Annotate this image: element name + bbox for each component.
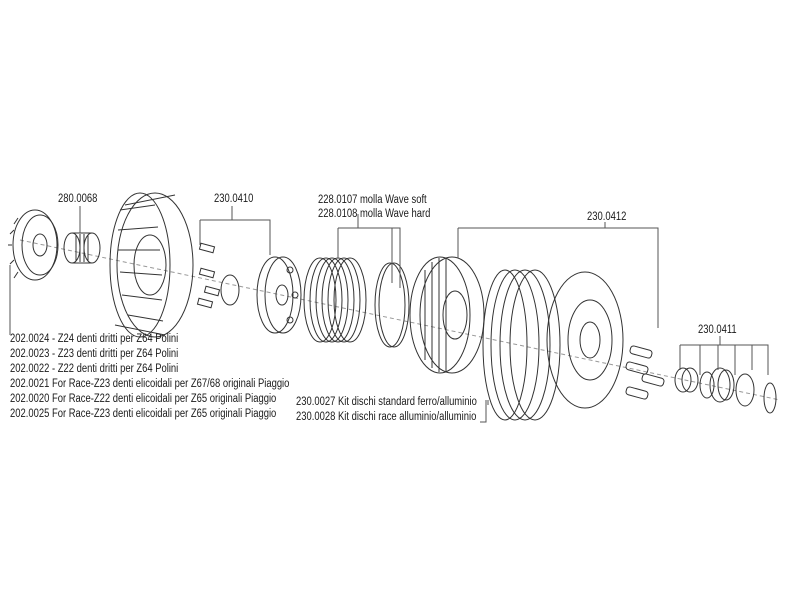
gear-options-list: 202.0024 - Z24 denti dritti per Z64 Poli… [10,332,351,422]
release-parts [674,367,777,414]
callout-228-0108: 228.0108 molla Wave hard [318,208,431,220]
gear-option: 202.0021 For Race-Z23 denti elicoidali p… [10,378,290,390]
gear-option: 202.0022 - Z22 denti dritti per Z64 Poli… [10,363,179,375]
needle-bearing [63,232,101,264]
gear-option: 202.0023 - Z23 denti dritti per Z64 Poli… [10,348,179,360]
leader-lines [9,206,769,423]
callout-228-0107: 228.0107 molla Wave soft [318,194,427,206]
gear-option: 202.0024 - Z24 denti dritti per Z64 Poli… [10,333,179,345]
spring-plate [256,256,302,334]
gear-option: 202.0020 For Race-Z22 denti elicoidali p… [10,393,277,405]
clutch-discs [482,269,561,421]
primary-gear [8,209,59,281]
basket-bolts [196,242,240,309]
assembly-axis [19,239,781,401]
clutch-hub [409,256,485,374]
plate-bolts [625,345,665,400]
wave-springs [303,257,367,343]
callout-230-0410: 230.0410 [214,193,254,205]
disc-kit-standard: 230.0027 Kit dischi standard ferro/allum… [296,396,477,408]
spring-ring [374,262,410,348]
callout-230-0412: 230.0412 [587,211,627,223]
clutch-basket [109,192,194,338]
callout-230-0411: 230.0411 [698,324,737,336]
gear-option: 202.0025 For Race-Z23 denti elicoidali p… [10,408,277,420]
callout-280-0068: 280.0068 [58,193,98,205]
pressure-plate [546,271,624,409]
disc-kit-race: 230.0028 Kit dischi race alluminio/allum… [296,411,477,423]
